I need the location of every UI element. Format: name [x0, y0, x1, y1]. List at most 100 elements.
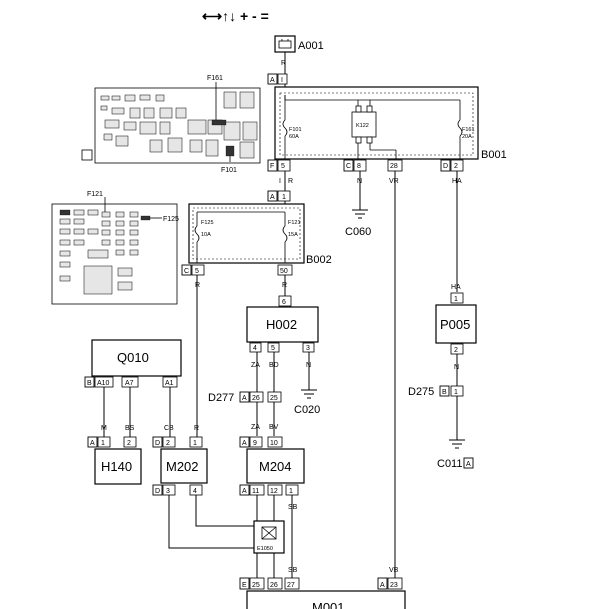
- ground-c011-tag: A: [466, 461, 471, 468]
- h002-wire-za: ZA: [251, 362, 260, 369]
- module-m204: M204: [246, 448, 305, 484]
- b002-conn-c-pin-a: 5: [195, 268, 199, 275]
- ground-c020: C020: [294, 389, 320, 416]
- m202-pin-3: 3: [166, 488, 170, 495]
- battery-wire: R: [281, 60, 286, 67]
- m204-tag-top: A: [242, 440, 247, 447]
- fuse-panel-label-f121: F121: [87, 191, 103, 198]
- m202-pin-2: 2: [166, 440, 170, 447]
- ground-c060: C060: [345, 209, 371, 238]
- battery-tag: A: [270, 77, 275, 84]
- m001-wire-sb: SB: [288, 567, 298, 574]
- q010-wire-cb: CB: [164, 425, 174, 432]
- fuse-panel-label-f125: F125: [163, 216, 179, 223]
- d275-code: D275: [408, 386, 434, 398]
- h002-wire-n: N: [306, 362, 311, 369]
- q010-code: Q010: [117, 350, 149, 365]
- b002-conn-c-pin-b: 50: [280, 268, 288, 275]
- d277-pin-25: 25: [270, 395, 278, 402]
- q010-tag: B: [87, 380, 92, 387]
- m204-code: M204: [259, 459, 292, 474]
- module-p005: P005: [435, 304, 477, 344]
- b002-conn-c-tag: C: [184, 268, 189, 275]
- p005-code: P005: [440, 317, 470, 332]
- b002-conn-a-pin: 1: [282, 194, 286, 201]
- b001-relay-k122: K122: [356, 123, 369, 129]
- p005-pin-top: 1: [454, 296, 458, 303]
- q010-pin-a7: A7: [125, 380, 134, 387]
- m202-tag-bottom: D: [155, 488, 160, 495]
- m001-pin-23: 23: [390, 582, 398, 589]
- module-m001: M001: [246, 590, 406, 609]
- b001-code: B001: [481, 149, 507, 161]
- d277-code: D277: [208, 392, 234, 404]
- m202-code: M202: [166, 459, 199, 474]
- p005-wire-in: HA: [451, 284, 461, 291]
- b001-tap-label-2: I: [279, 178, 281, 185]
- b001-wire-c8: N: [357, 178, 362, 185]
- legend-symbols: ⟷↑↓ + - =: [202, 8, 269, 24]
- b002-code: B002: [306, 254, 332, 266]
- m204-pin-11: 11: [252, 488, 259, 495]
- b001-wire-c28: VR: [389, 178, 399, 185]
- b001-f161-name: F161: [462, 127, 475, 133]
- m001-tag-e: E: [242, 582, 247, 589]
- d275-pin: 1: [454, 389, 458, 396]
- b001-conn-d-tag: D: [443, 163, 448, 170]
- ground-c011-code: C011: [437, 458, 462, 470]
- b001-conn-c-pin-b: 28: [390, 163, 398, 170]
- b001-f161-rating: 20A: [462, 134, 472, 140]
- m204-pin-12: 12: [270, 488, 278, 495]
- m204-pin-9: 9: [253, 440, 257, 447]
- b001-conn-c-pin-a: 8: [357, 163, 361, 170]
- m202-tag-top: D: [155, 440, 160, 447]
- m204-wire-sb: SB: [288, 504, 298, 511]
- module-e1050: E1050: [253, 520, 285, 554]
- d277-tag: A: [242, 395, 247, 402]
- m001-code: M001: [312, 600, 345, 609]
- module-b002: F125 10A F121 15A B002: [188, 203, 332, 266]
- b001-conn-c-tag: C: [346, 163, 351, 170]
- ground-c011: C011 A: [437, 439, 474, 470]
- b002-f121-name: F121: [288, 220, 301, 226]
- b001-conn-f-tag: F: [270, 163, 274, 170]
- m001-tag-a: A: [380, 582, 385, 589]
- q010-pin-a1: A1: [165, 380, 174, 387]
- h002-top-pin: 6: [282, 299, 286, 306]
- b002-wire-left: R: [195, 282, 200, 289]
- m202-wire-r: R: [194, 425, 199, 432]
- e1050-code: E1050: [257, 546, 273, 552]
- fuse-panel-overview: F121 F125: [51, 191, 179, 305]
- battery-code: A001: [298, 40, 324, 52]
- b002-f121-rating: 15A: [288, 232, 298, 238]
- h140-code: H140: [101, 459, 132, 474]
- module-h140: H140: [94, 448, 142, 485]
- battery-a001: A001 R: [274, 35, 324, 67]
- h140-tag: A: [90, 440, 95, 447]
- h002-pin-4: 4: [253, 345, 257, 352]
- h002-pin-3: 3: [306, 345, 310, 352]
- q010-wire-m: M: [101, 425, 107, 432]
- battery-tap-label: I: [281, 77, 283, 84]
- b001-wire-d: HA: [452, 178, 462, 185]
- m204-pin-10: 10: [270, 440, 278, 447]
- ground-c020-label: C020: [294, 404, 320, 416]
- b001-f101-name: F101: [289, 127, 302, 133]
- d277-pin-26: 26: [252, 395, 260, 402]
- b002-f125-rating: 10A: [201, 232, 211, 238]
- m204-wire-za: ZA: [251, 424, 260, 431]
- b002-f125-name: F125: [201, 220, 214, 226]
- m204-wire-bv: BV: [269, 424, 279, 431]
- module-q010: Q010: [91, 339, 182, 377]
- p005-pin-bottom: 2: [454, 347, 458, 354]
- fusebox-overview: F161 F101: [81, 75, 261, 174]
- h002-code: H002: [266, 317, 297, 332]
- module-b001: F101 60A K122 F161 20A B001: [274, 86, 507, 161]
- ground-c060-label: C060: [345, 226, 371, 238]
- m001-pin-27: 27: [287, 582, 295, 589]
- q010-wire-bs: BS: [125, 425, 135, 432]
- fusebox-label-f161: F161: [207, 75, 223, 82]
- module-m202: M202: [160, 448, 208, 484]
- b001-conn-f-pin: 5: [281, 163, 285, 170]
